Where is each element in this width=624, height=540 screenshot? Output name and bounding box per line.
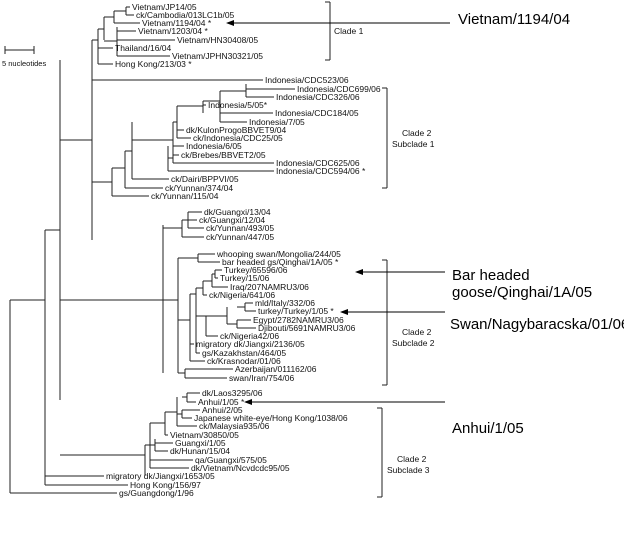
leaf-label: ck/Cambodia/013LC1b/05 (136, 10, 235, 20)
callout-arrowhead (340, 309, 348, 315)
callout-label: Anhui/1/05 (452, 420, 524, 437)
leaf-label: migratory dk/Jiangxi/1653/05 (106, 471, 215, 481)
leaf-label: Hong Kong/213/03 * (115, 59, 192, 69)
leaf-label: ck/Malaysia935/06 (199, 421, 270, 431)
clade-label: Clade 1 (334, 26, 364, 36)
leaf-label: ck/Yunnan/374/04 (165, 183, 233, 193)
leaf-label: Vietnam/30850/05 (170, 430, 239, 440)
leaf-label: ck/Krasnodar/01/06 (207, 356, 281, 366)
callout-label: Swan/Nagybaracska/01/06 (450, 316, 624, 333)
leaf-label: Turkey/15/06 (220, 273, 270, 283)
leaf-label: ck/Indonesia/CDC25/05 (193, 133, 283, 143)
leaf-label: Turkey/65596/06 (224, 265, 288, 275)
leaf-label: qa/Guangxi/575/05 (195, 455, 267, 465)
leaf-label: ck/Yunnan/493/05 (206, 223, 274, 233)
callout-arrowhead (244, 399, 252, 405)
leaf-label: Djibouti/5691NAMRU3/06 (258, 323, 356, 333)
leaf-label: whooping swan/Mongolia/244/05 (216, 249, 341, 259)
leaf-label: gs/Kazakhstan/464/05 (202, 348, 286, 358)
leaf-label: Indonesia/CDC326/06 (276, 92, 360, 102)
leaf-label: Vietnam/1203/04 * (138, 26, 208, 36)
leaf-label: ck/Dairi/BPPVI/05 (171, 174, 239, 184)
leaf-label: dk/Vietnam/Ncvdcdc95/05 (191, 463, 290, 473)
leaf-label: Anhui/1/05 * (198, 397, 245, 407)
clade-label: Subclade 1 (392, 139, 435, 149)
leaf-label: Indonesia/CDC523/06 (265, 75, 349, 85)
leaf-label: Indonesia/CDC594/06 * (276, 166, 366, 176)
leaf-label: ck/Yunnan/115/04 (151, 191, 219, 201)
leaf-label: Vietnam/JPHN30321/05 (172, 51, 263, 61)
leaf-label: Indonesia/6/05 (186, 141, 242, 151)
clade-label: Clade 2 (402, 327, 432, 337)
leaf-label: Indonesia/CDC184/05 (275, 108, 359, 118)
clade-label: Subclade 2 (392, 338, 435, 348)
leaf-label: migratory dk/Jiangxi/2136/05 (196, 339, 305, 349)
leaf-label: Vietnam/HN30408/05 (177, 35, 258, 45)
leaf-label: dk/Laos3295/06 (202, 388, 263, 398)
leaf-label: Indonesia/7/05 (249, 117, 305, 127)
callout-label: goose/Qinghai/1A/05 (452, 284, 592, 301)
leaf-label: Anhui/2/05 (202, 405, 243, 415)
scale-bar: 5 nucleotides (2, 46, 46, 68)
leaf-label: mld/Italy/332/06 (255, 298, 315, 308)
leaf-label: ck/Brebes/BBVET2/05 (181, 150, 266, 160)
leaf-label: Indonesia/CDC699/06 (297, 84, 381, 94)
leaf-label: Vietnam/JP14/05 (132, 2, 197, 12)
leaf-label: Indonesia/CDC625/06 (276, 158, 360, 168)
leaf-label: turkey/Turkey/1/05 * (258, 306, 334, 316)
leaf-label: Indonesia/5/05* (208, 100, 268, 110)
clade-label: Clade 2 (397, 454, 427, 464)
clade-label: Subclade 3 (387, 465, 430, 475)
leaf-label: ck/Nigeria/641/06 (209, 290, 275, 300)
leaf-label: gs/Guangdong/1/96 (119, 488, 194, 498)
callout-arrowhead (226, 20, 234, 26)
leaf-label: dk/Hunan/15/04 (170, 446, 230, 456)
leaf-label: swan/Iran/754/06 (229, 373, 294, 383)
leaf-label: Japanese white-eye/Hong Kong/1038/06 (194, 413, 348, 423)
clade-label: Clade 2 (402, 128, 432, 138)
leaf-label: Hong Kong/156/97 (130, 480, 201, 490)
leaf-label: Egypt/2782NAMRU3/06 (253, 315, 344, 325)
leaf-label: dk/Guangxi/13/04 (204, 207, 271, 217)
leaf-label: bar headed gs/Qinghai/1A/05 * (222, 257, 339, 267)
leaf-label: dk/KulonProgoBBVET9/04 (186, 125, 286, 135)
callout-arrowhead (355, 269, 363, 275)
scale-bar-label: 5 nucleotides (2, 59, 46, 68)
leaf-label: Iraq/207NAMRU3/06 (230, 282, 309, 292)
tree-branches (9, 6, 295, 494)
leaf-label: ck/Yunnan/447/05 (206, 232, 274, 242)
leaf-label: Azerbaijan/011162/06 (235, 364, 317, 374)
leaf-label: ck/Nigeria42/06 (220, 331, 279, 341)
callout-label: Bar headed (452, 267, 530, 284)
leaf-label: Vietnam/1194/04 * (142, 18, 212, 28)
leaf-label: Thailand/16/04 (115, 43, 172, 53)
leaf-label: ck/Guangxi/12/04 (199, 215, 265, 225)
callout-label: Vietnam/1194/04 (458, 11, 570, 28)
leaf-label: Guangxi/1/05 (175, 438, 226, 448)
leaf-labels: Vietnam/JP14/05ck/Cambodia/013LC1b/05Vie… (106, 2, 381, 498)
